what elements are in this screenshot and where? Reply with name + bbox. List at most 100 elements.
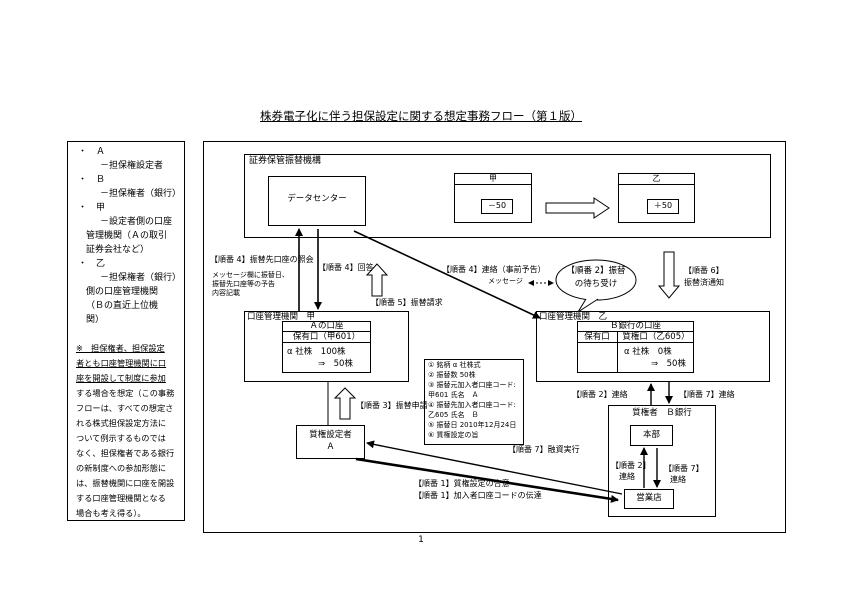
label-step1-agree: 【順番 1】質権設定の合意 [414, 479, 510, 488]
pledgee-bank-label: 質権者 Ｂ銀行 [632, 408, 692, 418]
legend-note: フローは、すべての想定さ [76, 403, 174, 413]
jasdec-ko-box [454, 173, 532, 223]
legend-panel: ・ Ａ －担保権設定者 ・ Ｂ －担保権者（銀行） ・ 甲 －設定者側の口座 管… [67, 141, 185, 521]
bubble-text: 【順番 2】振替 [566, 266, 626, 276]
transfer-info-box [424, 359, 524, 445]
setter-a-name: Ａ [326, 442, 335, 452]
jasdec-ko-label: 甲 [489, 174, 497, 183]
legend-item-otsu-desc: 側の口座管理機関 [86, 287, 159, 297]
a-account-sub: 保有口（甲601） [292, 332, 361, 342]
jasdec-ko-value-box [481, 199, 513, 214]
legend-item-otsu-desc: 関） [86, 315, 105, 325]
jasdec-otsu-value-box [647, 199, 679, 214]
legend-note: なく、担保権者である銀行 [76, 448, 175, 458]
legend-note: は、振替機関に口座を開設 [76, 478, 175, 488]
datacenter-box [268, 176, 366, 226]
legend-item-ko-desc: 管理機関（Ａの取引 [86, 231, 168, 241]
label-step2-inner-contact: 連絡 [619, 472, 635, 481]
transfer-block-arrow [545, 197, 610, 219]
legend-bullet: ・ [78, 259, 88, 269]
legend-note: 座を開設して制度に参加 [76, 373, 166, 383]
info-line: ② 振替数 50株 [428, 371, 476, 379]
b-holding: α 社株 0株 [624, 347, 672, 357]
label-message: メッセージ [488, 277, 523, 285]
legend-note: する口座管理機関となる [76, 493, 166, 503]
label-step4-answer: 【順番 4】回答 [318, 263, 374, 272]
legend-item-otsu-desc: （Ｂの直近上位機 [86, 301, 159, 311]
label-step1-code: 【順番 1】加入者口座コードの伝達 [414, 491, 542, 500]
label-step7-inner-contact: 連絡 [670, 475, 686, 484]
honbu-box [630, 425, 673, 446]
legend-note: 場合も考え得る）。 [76, 508, 146, 518]
jasdec-label: 証券保管振替機構 [249, 156, 322, 166]
bubble-text: の待ち受け [574, 279, 618, 289]
legend-note: ついて例示するものでは [76, 433, 166, 443]
a-account-box [282, 321, 371, 373]
label-step2-inner: 【順番 2】 [611, 461, 651, 470]
label-step4-contact: 【順番 4】連絡（事前予告） [442, 265, 546, 274]
datacenter-label: データセンター [287, 194, 347, 204]
label-step6: 【順番 6】 [684, 266, 724, 275]
jasdec-otsu-box [618, 173, 695, 223]
legend-note: の新制度への参加形態に [76, 463, 167, 473]
info-line: ⑤ 振替日 2010年12月24日 [428, 421, 517, 429]
legend-note: れる株式担保設定方法に [76, 418, 167, 428]
setter-a-box [296, 425, 365, 459]
arrow-step1-agree [355, 457, 619, 503]
legend-item-a: Ａ [96, 147, 106, 157]
honbu-label: 本部 [642, 430, 660, 440]
page-title: 株券電子化に伴う担保設定に関する想定事務フロー（第１版） [260, 109, 582, 123]
label-step7-loan: 【順番 7】融資実行 [508, 445, 580, 454]
label-msg-note: 振替先口座等の予告 [212, 280, 275, 288]
eigyo-box [624, 489, 674, 509]
legend-item-ko: 甲 [96, 203, 106, 213]
legend-item-a-desc: －担保権設定者 [100, 161, 164, 171]
info-line: 乙605 氏名 Ｂ [428, 411, 479, 419]
label-step3-request: 【順番 3】振替申請 [356, 401, 428, 410]
jasdec-ko-value: －50 [487, 201, 507, 210]
label-msg-note: 内容記載 [212, 289, 240, 297]
eigyo-label: 営業店 [636, 493, 662, 503]
legend-item-ko-desc: －設定者側の口座 [100, 217, 173, 227]
label-step7-contact: 【順番 7】連絡 [679, 390, 735, 399]
legend-bullet: ・ [78, 147, 88, 157]
arrow-step6-notice [657, 251, 681, 299]
arrow-step7-loan [366, 440, 623, 495]
jasdec-otsu-value: ＋50 [653, 201, 673, 210]
b-col-holding: 保有口 [584, 332, 610, 342]
b-col-pledge: 質権口（乙605） [622, 332, 690, 342]
legend-bullet: ・ [78, 203, 88, 213]
legend-item-otsu: 乙 [96, 259, 106, 269]
page-number: 1 [418, 535, 424, 545]
legend-item-otsu-desc: －担保権者（銀行） [100, 273, 182, 283]
label-step7-inner: 【順番 7】 [664, 464, 704, 473]
arrow-step4-contact [353, 230, 541, 319]
a-account-label: Ａの口座 [309, 321, 344, 331]
a-holding-after: ⇒ 50株 [318, 359, 353, 369]
setter-a-label: 質権設定者 [309, 430, 352, 440]
legend-note: 者とも口座管理機関に口 [76, 358, 167, 368]
info-line: ④ 振替先加入者口座コード: [428, 401, 516, 409]
arrow-step3-request [333, 387, 357, 420]
info-line: ① 銘柄 α 社株式 [428, 361, 481, 369]
ko-org-label: 口座管理機関 甲 [247, 312, 316, 322]
b-account-box [577, 321, 694, 373]
label-step2-contact: 【順番 2】連絡 [572, 390, 628, 399]
jasdec-otsu-label: 乙 [652, 174, 661, 183]
label-step6-notice: 振替済通知 [684, 278, 724, 287]
b-holding-after: ⇒ 50株 [651, 359, 686, 369]
b-account-label: Ｂ銀行の口座 [609, 321, 661, 331]
legend-bullet: ・ [78, 175, 88, 185]
info-line: ③ 振替元加入者口座コード: [428, 381, 516, 389]
legend-item-b: Ｂ [96, 175, 106, 185]
info-line: ⑥ 質権設定の旨 [428, 431, 479, 439]
a-holding: α 社株 100株 [287, 347, 346, 357]
legend-item-b-desc: －担保権者（銀行） [100, 189, 182, 199]
label-step5-request: 【順番 5】振替請求 [371, 298, 443, 307]
legend-item-ko-desc: 証券会社など） [86, 245, 150, 255]
legend-note: する場合を想定（この事務 [76, 388, 175, 398]
legend-note: ※ 担保権者、担保設定 [76, 343, 165, 353]
label-step4-inquiry: 【順番 4】振替先口座の照会 [210, 255, 314, 264]
label-msg-note: メッセージ欄に振替日、 [212, 271, 289, 279]
